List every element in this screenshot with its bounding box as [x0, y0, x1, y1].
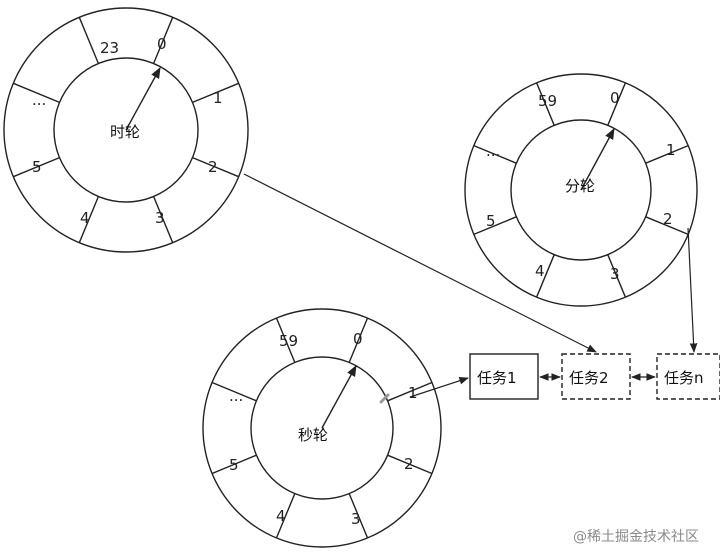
watermark-text: @稀土掘金技术社区 [573, 529, 699, 545]
second-slot-label: 0 [353, 330, 363, 348]
hour-slot-label: 3 [155, 209, 165, 227]
slot-divider [535, 254, 555, 298]
pencil-icon [379, 393, 390, 404]
task-n-box [656, 353, 720, 400]
task-n-label: 任务n [664, 369, 704, 387]
second-wheel-hub-label: 秒轮 [298, 426, 328, 444]
task-queue: 任务1 任务2 任务n [469, 353, 720, 400]
slot-divider [192, 156, 239, 178]
minute-slot-label: 59 [538, 92, 557, 110]
second-wheel: 59 0 1 2 3 4 5 ... 秒轮 [202, 308, 442, 548]
hour-wheel-dividers [13, 17, 239, 243]
slot-divider [78, 196, 100, 243]
task-1-box [469, 353, 539, 400]
slot-divider [535, 82, 555, 126]
slot-divider [211, 381, 257, 402]
second-slot-to-task1-arrow [409, 377, 469, 398]
second-wheel-outer-ring [202, 308, 442, 548]
hour-slot-label: 2 [208, 158, 218, 176]
minute-slot-to-taskn-arrow [687, 227, 698, 353]
slot-divider [387, 454, 433, 475]
second-slot-label: ... [229, 387, 243, 405]
slot-divider [473, 144, 517, 164]
minute-slot-label: 5 [486, 212, 496, 230]
task-2-box [561, 353, 631, 400]
minute-wheel-dividers [473, 82, 689, 298]
hour-slot-label: ... [32, 91, 46, 109]
hour-slot-label: 23 [100, 39, 119, 57]
minute-wheel-outer-ring [464, 73, 698, 307]
slot-divider [473, 216, 517, 236]
slot-divider [13, 156, 60, 178]
minute-slot-label: 3 [610, 265, 620, 283]
slot-divider [152, 17, 174, 64]
slot-divider [348, 493, 369, 539]
second-slot-label: 5 [229, 456, 239, 474]
hour-slot-to-task2-arrow [243, 173, 597, 353]
hour-wheel: 23 0 1 2 3 4 5 ... 时轮 [3, 7, 249, 253]
second-wheel-inner-ring [250, 356, 394, 500]
minute-wheel-inner-ring [510, 119, 652, 261]
minute-slot-label: 0 [610, 89, 620, 107]
slot-divider [645, 144, 689, 164]
minute-wheel: 59 0 1 2 3 4 5 ... 分轮 [464, 73, 698, 307]
task-2-label: 任务2 [569, 369, 609, 387]
second-wheel-pointer [321, 365, 357, 429]
minute-slot-label: 1 [666, 141, 676, 159]
slot-divider [645, 216, 689, 236]
minute-slot-label: ... [486, 142, 500, 160]
slot-divider [275, 493, 296, 539]
slot-divider [78, 17, 100, 64]
slot-divider [211, 454, 257, 475]
second-slot-label: 59 [279, 332, 298, 350]
hour-wheel-inner-ring [53, 57, 199, 203]
slot-divider [13, 82, 60, 104]
second-slot-label: 1 [408, 384, 418, 402]
hour-wheel-outer-ring [3, 7, 249, 253]
slot-divider [387, 381, 433, 402]
hour-slot-label: 1 [213, 89, 223, 107]
hour-slot-label: 4 [80, 209, 90, 227]
second-slot-label: 2 [404, 455, 414, 473]
slot-divider [607, 82, 627, 126]
hour-slot-label: 5 [32, 158, 42, 176]
task-1-label: 任务1 [477, 369, 517, 387]
slot-divider [275, 317, 296, 363]
second-wheel-dividers [211, 317, 433, 539]
slot-divider [152, 196, 174, 243]
slot-divider [607, 254, 627, 298]
slot-divider [192, 82, 239, 104]
hour-wheel-pointer [125, 67, 161, 131]
second-slot-label: 4 [276, 507, 286, 525]
minute-slot-label: 2 [663, 210, 673, 228]
minute-slot-label: 4 [535, 262, 545, 280]
connectors [243, 173, 698, 398]
minute-wheel-hub-label: 分轮 [565, 177, 595, 195]
second-slot-label: 3 [351, 510, 361, 528]
hour-wheel-hub-label: 时轮 [110, 123, 140, 141]
minute-wheel-pointer [580, 128, 615, 191]
slot-divider [348, 317, 369, 363]
hour-slot-label: 0 [157, 35, 167, 53]
